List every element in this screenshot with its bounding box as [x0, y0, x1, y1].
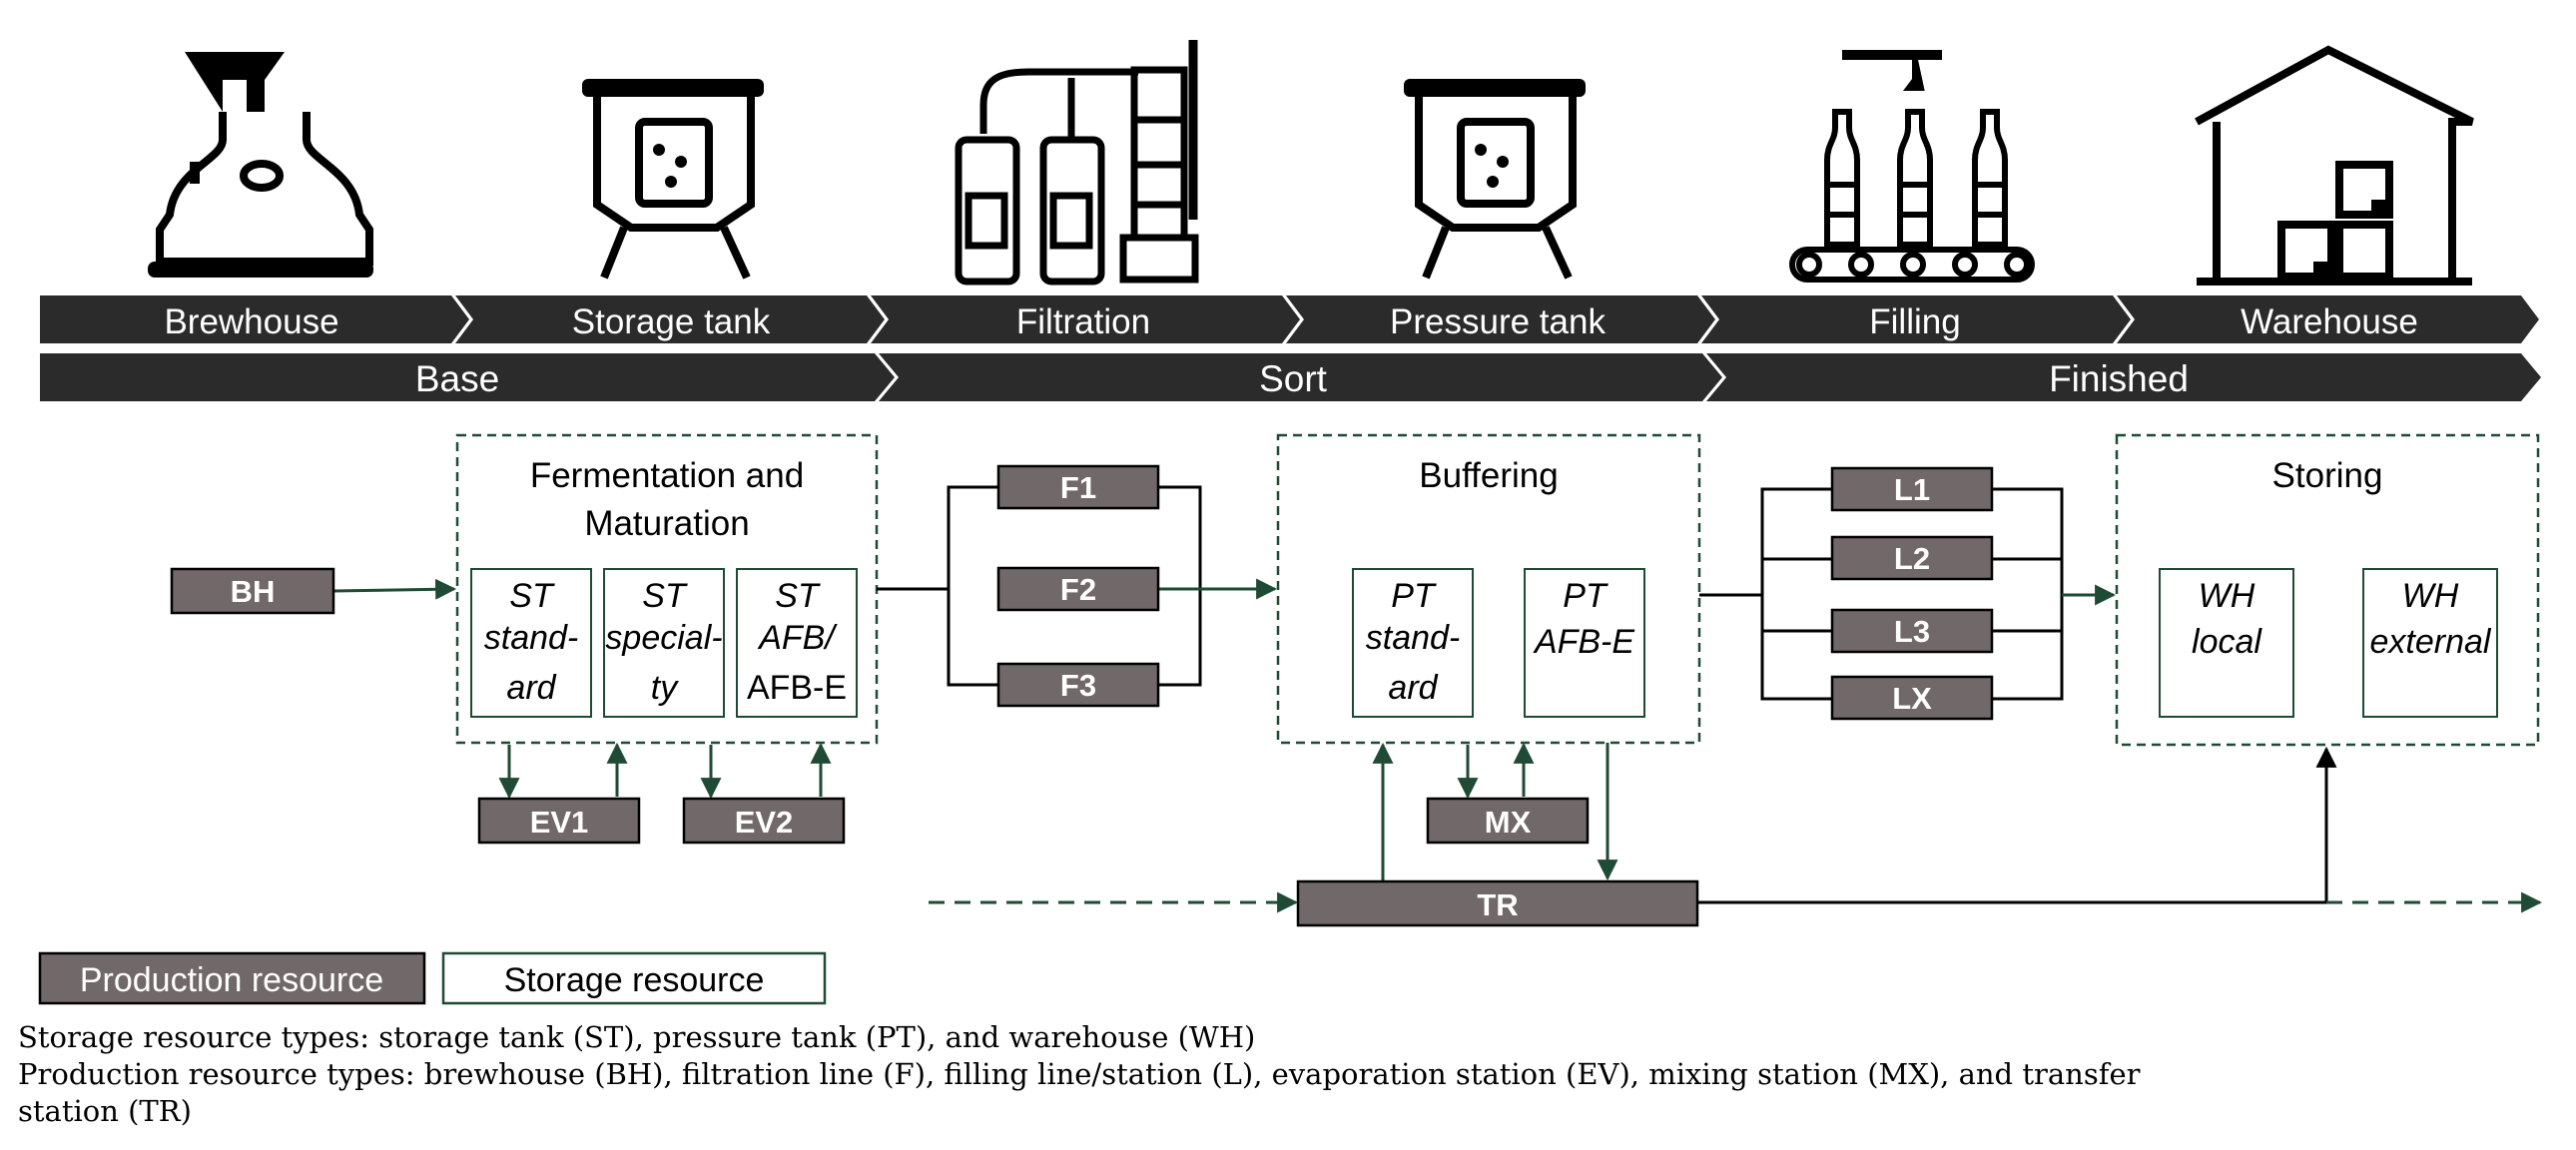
legend-storage-label: Storage resource: [504, 961, 765, 999]
production-resource-ev2: EV2: [682, 797, 846, 845]
production-resource-tr: TR: [1296, 879, 1699, 927]
stage-label: Filtration: [1016, 302, 1150, 341]
phase-banner: Base Sort Finished: [40, 353, 2541, 401]
maturation-title: Maturation: [584, 504, 749, 543]
caption-production-types: Production resource types: brewhouse (BH…: [18, 1057, 2141, 1091]
warehouse-icon: [2195, 45, 2474, 286]
storage-resource-st-afb: ST AFB/ AFB-E: [736, 568, 858, 718]
svg-text:ard: ard: [506, 669, 556, 707]
phase-chevron-sort: [879, 353, 1722, 401]
svg-text:external: external: [2370, 623, 2492, 661]
legend: Production resource Storage resource: [38, 951, 827, 1005]
storage-resource-st-specialty: ST special- ty: [603, 568, 725, 718]
storing-title: Storing: [2272, 456, 2383, 495]
stage-chevron-pressure-tank: [1286, 295, 1715, 343]
svg-text:MX: MX: [1485, 805, 1532, 840]
svg-text:F2: F2: [1060, 572, 1096, 607]
svg-text:ST: ST: [642, 577, 688, 615]
svg-text:WH: WH: [2402, 577, 2459, 615]
svg-text:AFB-E: AFB-E: [1533, 623, 1634, 661]
stage-chevron-brewhouse: [40, 295, 469, 343]
svg-text:WH: WH: [2199, 577, 2255, 615]
svg-text:special-: special-: [605, 619, 722, 657]
svg-text:EV2: EV2: [735, 805, 794, 840]
phase-label: Sort: [1259, 358, 1328, 399]
svg-text:F1: F1: [1060, 470, 1096, 505]
stage-label: Storage tank: [572, 302, 771, 341]
buffering-title: Buffering: [1419, 456, 1558, 495]
svg-text:L3: L3: [1894, 614, 1930, 649]
svg-text:ST: ST: [775, 577, 821, 615]
storage-resource-wh-local: WH local: [2159, 568, 2294, 718]
stage-label: Brewhouse: [164, 302, 338, 341]
filtration-unit-icon: [955, 40, 1199, 286]
stage-banner: Brewhouse Storage tank Filtration Pressu…: [40, 295, 2539, 343]
stage-chevron-storage-tank: [455, 295, 885, 343]
svg-text:stand-: stand-: [1366, 619, 1461, 657]
production-resource-l2: L2: [1830, 535, 1994, 581]
svg-text:ty: ty: [651, 669, 679, 707]
production-resource-f3: F3: [996, 662, 1160, 708]
pressure-tank-icon: [1404, 79, 1586, 280]
filling-bracket-left: [1760, 487, 1832, 701]
storage-resource-st-standard: ST stand- ard: [470, 568, 592, 718]
filtration-bracket-right: [1158, 485, 1202, 687]
stage-chevron-warehouse: [2117, 295, 2539, 343]
svg-text:BH: BH: [231, 574, 276, 609]
filling-bracket-right: [1992, 487, 2064, 701]
production-resource-bh: BH: [170, 567, 335, 615]
legend-production-label: Production resource: [80, 961, 383, 999]
storage-resource-wh-external: WH external: [2362, 568, 2498, 718]
phase-label: Base: [415, 358, 499, 399]
svg-text:L1: L1: [1894, 472, 1930, 507]
stage-label: Filling: [1869, 302, 1960, 341]
svg-text:EV1: EV1: [530, 805, 589, 840]
svg-text:PT: PT: [1391, 577, 1437, 615]
brewhouse-kettle-icon: [148, 52, 373, 278]
svg-text:ard: ard: [1388, 669, 1438, 707]
caption-production-types-cont: station (TR): [18, 1094, 192, 1128]
svg-text:stand-: stand-: [484, 619, 579, 657]
stage-label: Pressure tank: [1390, 302, 1606, 341]
filtration-bracket-left: [947, 485, 998, 687]
buffering-box: [1276, 433, 1701, 745]
storage-tank-icon: [582, 79, 764, 280]
production-resource-l3: L3: [1830, 608, 1994, 654]
production-resource-ev1: EV1: [477, 797, 641, 845]
svg-text:LX: LX: [1892, 681, 1932, 716]
production-resource-lx: LX: [1830, 675, 1994, 721]
svg-text:F3: F3: [1060, 668, 1096, 703]
production-resource-f1: F1: [996, 464, 1160, 510]
production-resource-f2: F2: [996, 566, 1160, 612]
stage-label: Warehouse: [2241, 302, 2418, 341]
stage-chevron-filling: [1701, 295, 2131, 343]
stage-chevron-filtration: [871, 295, 1300, 343]
production-resource-l1: L1: [1830, 466, 1994, 512]
svg-text:PT: PT: [1563, 577, 1609, 615]
svg-text:AFB-E: AFB-E: [747, 669, 847, 707]
flow-arrow: [332, 578, 457, 600]
phase-chevron-finished: [1706, 353, 2541, 401]
legend-storage-swatch: [441, 951, 827, 1005]
svg-text:L2: L2: [1894, 541, 1930, 576]
caption-storage-types: Storage resource types: storage tank (ST…: [18, 1020, 1256, 1054]
phase-chevron-base: [40, 353, 895, 401]
storage-resource-pt-afb-e: PT AFB-E: [1524, 568, 1645, 718]
svg-text:TR: TR: [1477, 887, 1518, 922]
fermentation-title: Fermentation and: [530, 456, 804, 495]
filling-line-icon: [1789, 50, 2035, 283]
storage-resource-pt-standard: PT stand- ard: [1352, 568, 1474, 718]
storing-box: [2115, 433, 2540, 747]
svg-text:AFB/: AFB/: [757, 619, 838, 657]
svg-text:local: local: [2192, 623, 2262, 661]
production-resource-mx: MX: [1426, 797, 1590, 845]
legend-production-swatch: [38, 951, 426, 1005]
phase-label: Finished: [2049, 358, 2189, 399]
svg-text:ST: ST: [509, 577, 555, 615]
